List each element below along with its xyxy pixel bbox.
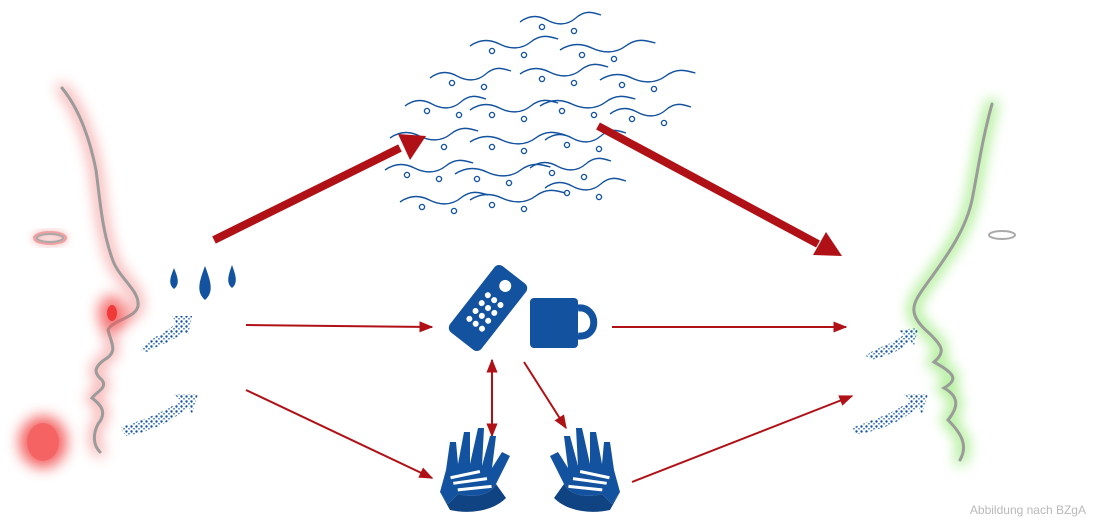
aerosol-strand [529, 157, 612, 171]
aerosol-strand [469, 99, 559, 113]
virus-particle [558, 107, 566, 115]
virus-particle [418, 203, 426, 211]
virus-particle [440, 143, 448, 151]
virus-particle [578, 51, 586, 59]
infected-person-profile [19, 83, 143, 468]
receiving-person-profile [908, 99, 1016, 465]
airborne-route-arrows [212, 122, 842, 256]
virus-particle [595, 145, 603, 153]
virus-particle [488, 47, 496, 55]
virus-particle [403, 171, 411, 179]
virus-particle [520, 51, 528, 59]
image-credit: Abbildung nach BZgA [969, 503, 1086, 517]
virus-particle [488, 111, 496, 119]
virus-particle [563, 141, 571, 149]
aerosol-strand [454, 163, 552, 177]
aerosol-strand [519, 63, 609, 77]
virus-particle [628, 115, 636, 123]
virus-particle [570, 79, 578, 87]
virus-particle [423, 107, 431, 115]
aerosol-strand [599, 69, 697, 83]
aerosol-strand [384, 159, 474, 173]
aerosol-strand [469, 35, 559, 49]
contact-route-arrows [245, 321, 854, 483]
virus-particle [455, 111, 463, 119]
virus-particle [520, 115, 528, 123]
aerosol-strand [609, 103, 692, 117]
virus-particle [505, 179, 513, 187]
virus-particle [610, 55, 618, 63]
aerosol-strand [559, 39, 657, 53]
virus-particle [660, 119, 668, 127]
virus-particle [435, 175, 443, 183]
virus-particle [650, 85, 658, 93]
inhaled-aerosol-icon [852, 328, 928, 434]
aerosol-strand [429, 67, 512, 81]
virus-particle [480, 83, 488, 91]
aerosol-strand [544, 177, 627, 191]
virus-particle [450, 207, 458, 215]
aerosol-strand [469, 189, 567, 203]
virus-particle [538, 23, 546, 31]
virus-particle [448, 79, 456, 87]
virus-particle [618, 81, 626, 89]
virus-particle [538, 75, 546, 83]
hands-icon [440, 428, 620, 512]
aerosol-strand [469, 131, 567, 145]
virus-particle [488, 201, 496, 209]
virus-particle [473, 175, 481, 183]
virus-particle [488, 143, 496, 151]
droplet-icon [170, 265, 236, 300]
aerosol-cloud-icon [120, 316, 198, 436]
aerosol-strand [399, 191, 489, 205]
virus-particle [548, 169, 556, 177]
virus-particle [520, 147, 528, 155]
airborne-aerosol-cloud [384, 11, 697, 215]
aerosol-strand [404, 95, 487, 109]
virus-particle [520, 205, 528, 213]
virus-particle [590, 111, 598, 119]
receiving-eye [988, 230, 1016, 240]
remote-control-icon [448, 265, 528, 351]
virus-particle [595, 193, 603, 201]
virus-particle [580, 173, 588, 181]
virus-particle [570, 27, 578, 35]
aerosol-strand [519, 11, 602, 25]
mug-icon [530, 298, 598, 348]
